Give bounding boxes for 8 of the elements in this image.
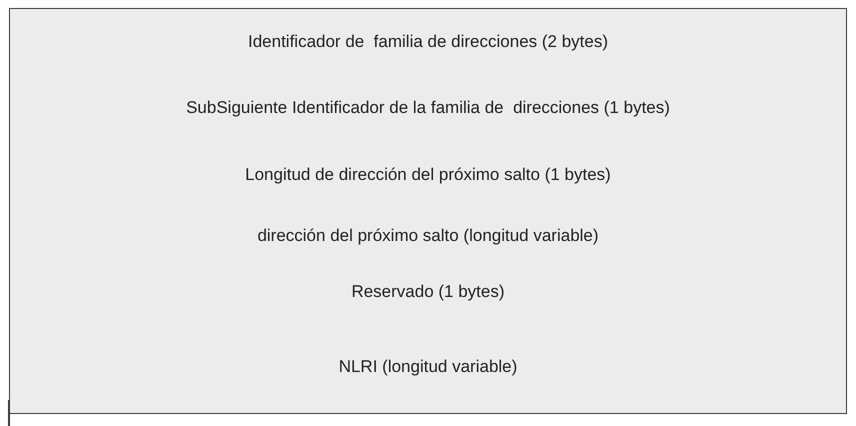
- field-label: SubSiguiente Identificador de la familia de direcciones (1 bytes): [186, 98, 670, 118]
- field-label: Reservado (1 bytes): [351, 282, 505, 302]
- field-row: [9, 320, 847, 414]
- field-label: Identificador de familia de direcciones (2 bytes): [248, 32, 608, 52]
- field-label: dirección del próximo salto (longitud variable): [257, 226, 599, 246]
- field-label: Longitud de dirección del próximo salto (1 bytes): [245, 164, 611, 184]
- field-row: [9, 8, 847, 76]
- field-label: NLRI (longitud variable): [338, 356, 518, 376]
